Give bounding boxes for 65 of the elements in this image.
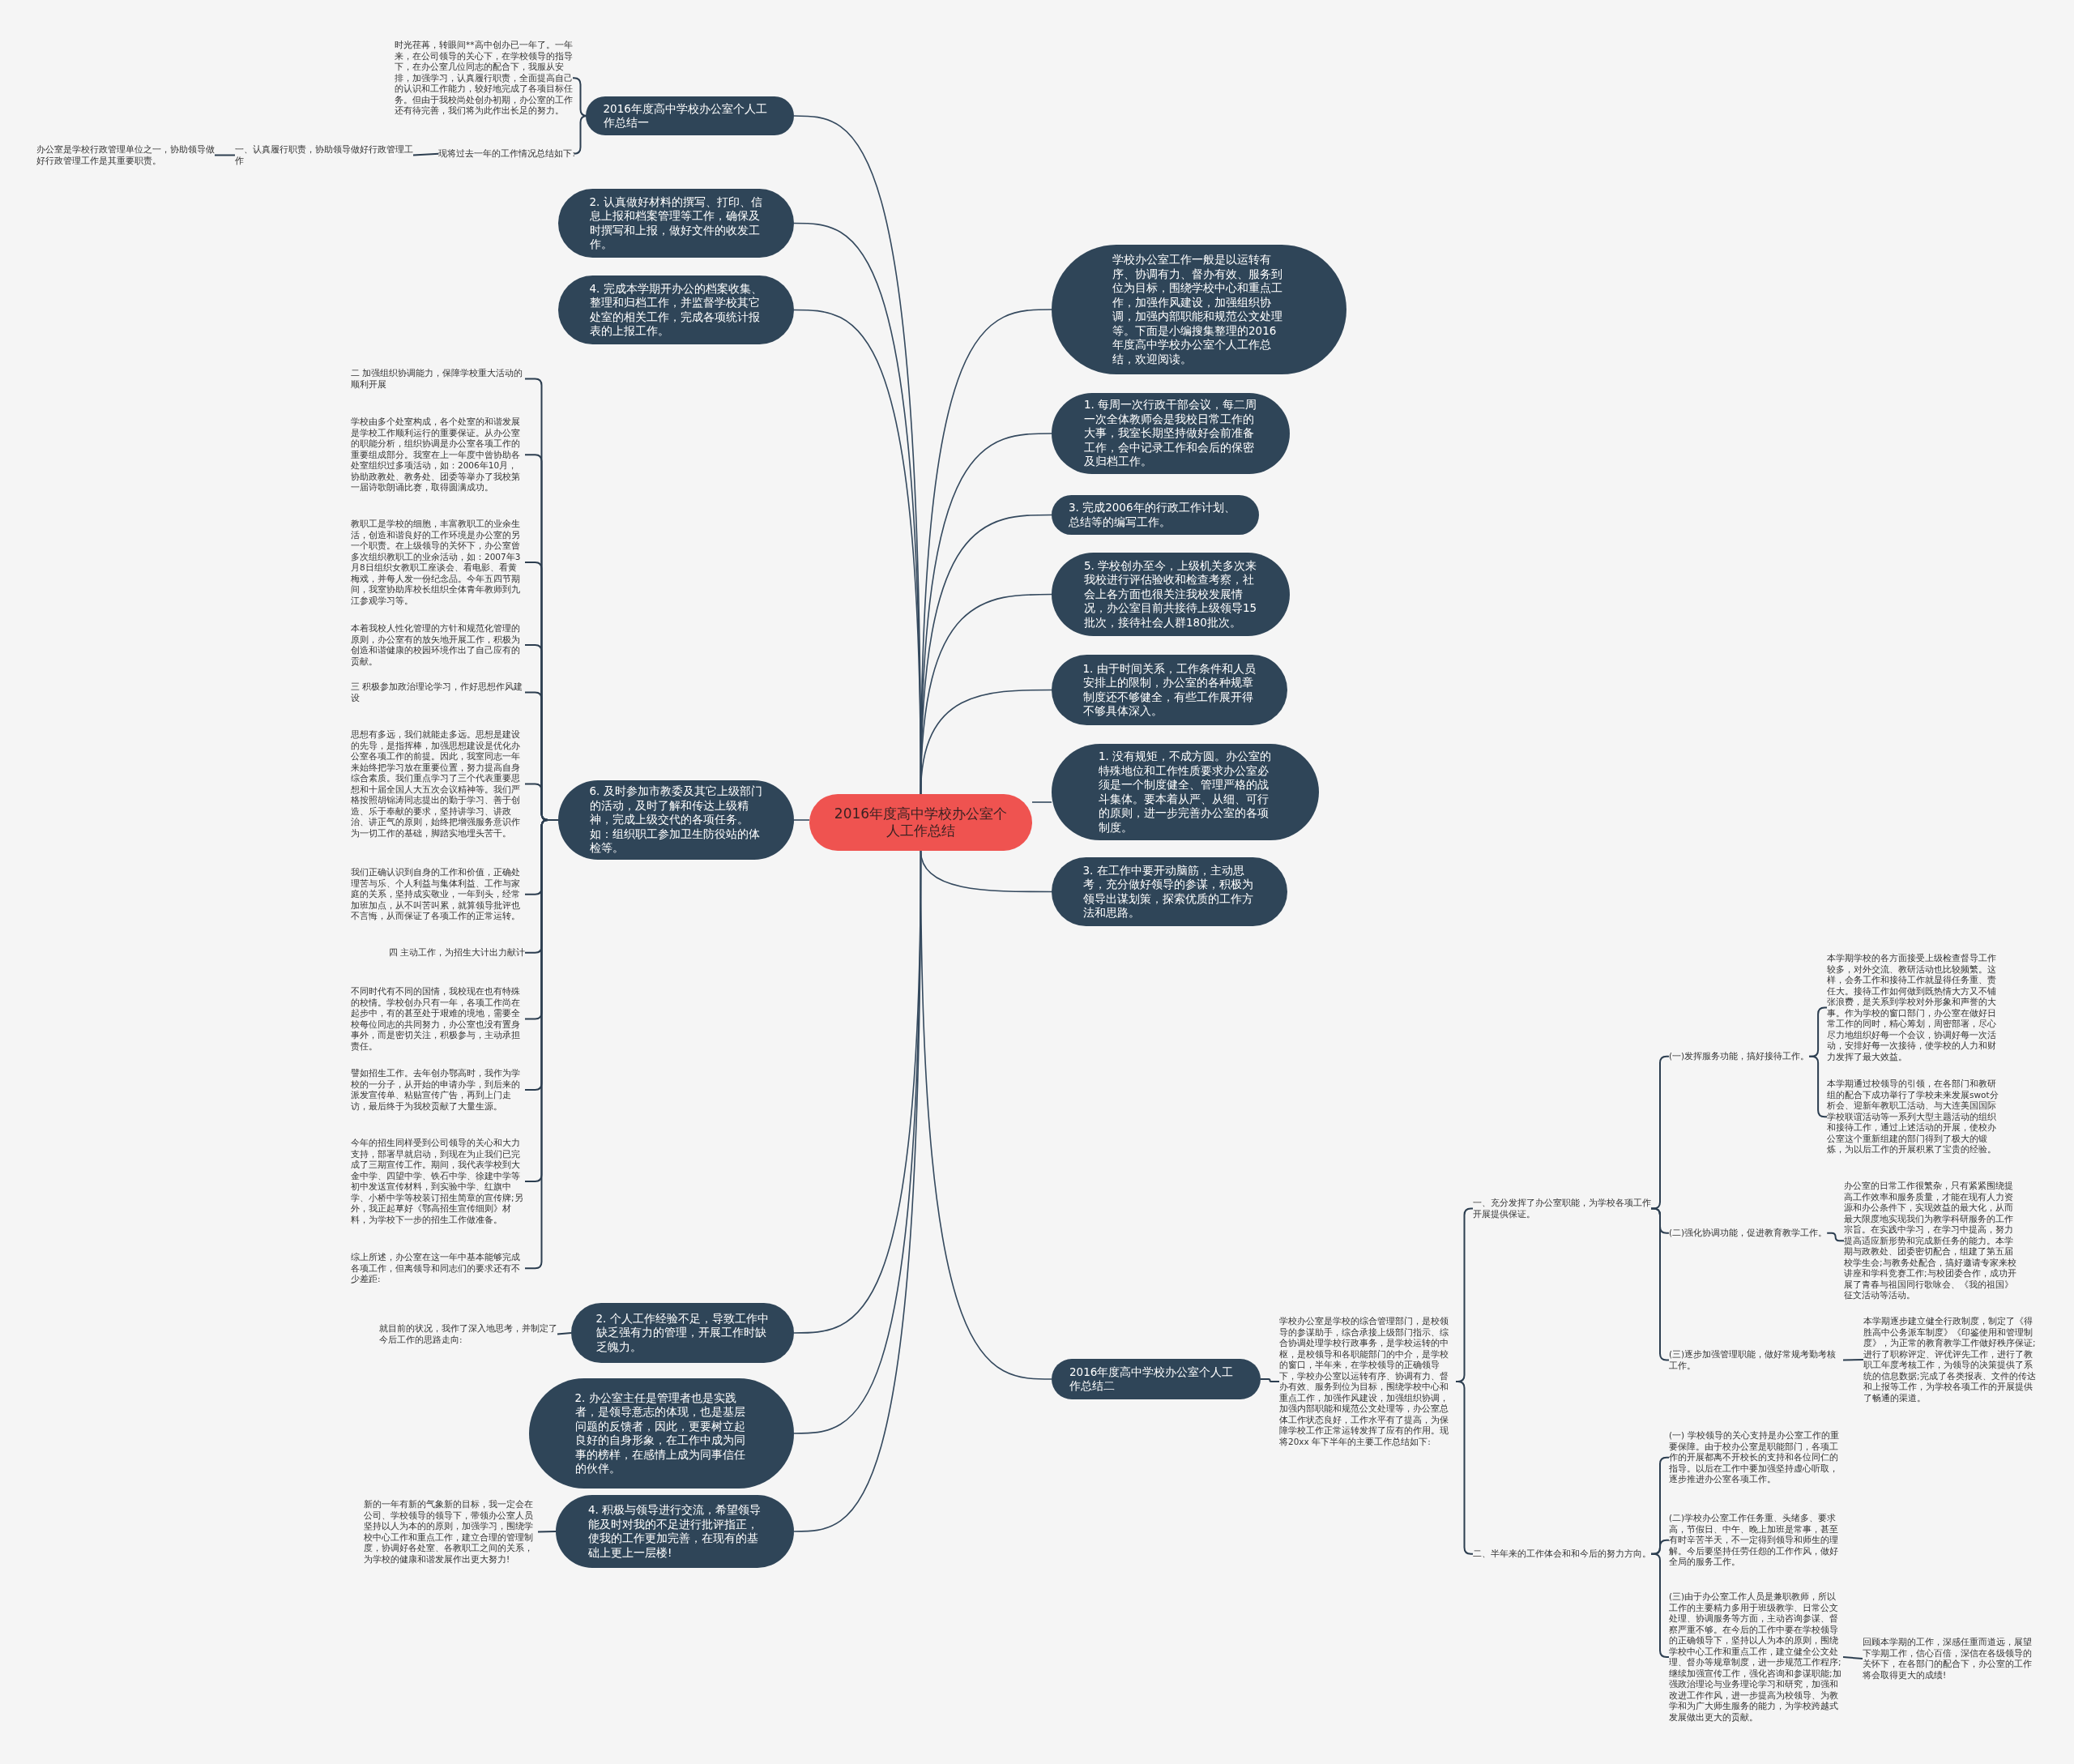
topic-pill: 2. 认真做好材料的撰写、打印、信息上报和档案管理等工作，确保及时撰写和上报，做好文件的收发工作。 [558,189,794,258]
note-text: 一、认真履行职责，协助领导做好行政管理工作 [235,144,413,166]
note-text: 学校由多个处室构成，各个处室的和谐发展是学校工作顺利运行的重要保证。从办公室的职能分析，组织协调是办公室各项工作的重要组成部分。我室在上一年度中曾协助各处室组织过多项活动，如：2006年10月，协助政教处、教务处、团委等举办了我校第一届诗歌朗诵比赛，取得圆满成功。 [351,416,525,493]
note-text: 现将过去一年的工作情况总结如下: [438,148,575,160]
topic-pill: 2016年度高中学校办公室个人工作总结二 [1052,1359,1261,1399]
note-text: (三)由于办公室工作人员是兼职教师，所以工作的主要精力多用于班级教学、日常公文处理、协调服务等方面，主动咨询参谋、督察严重不够。在今后的工作中要在学校领导的正确领导下，坚持以人为本的原则，围绕学校中心工作和重点工作，建立健全公文处理、督办等规章制度，进一步规范工作程序;继续加强宣传工作，强化咨询和参谋职能;加强政治理论与业务理论学习和研究，加强和改进工作作风，进一步提高为校领导、为教学和为广大师生服务的能力，为学校跨越式发展做出更大的贡献。 [1669,1591,1843,1723]
topic-pill: 2. 个人工作经验不足，导致工作中缺乏强有力的管理，开展工作时缺乏魄力。 [571,1303,794,1363]
note-text: 一、充分发挥了办公室职能，为学校各项工作开展提供保证。 [1473,1198,1651,1219]
note-text: 时光荏苒，转眼间**高中创办已一年了。一年来，在公司领导的关心下，在学校领导的指导下，在办公室几位同志的配合下，我服从安排，加强学习，认真履行职责，全面提高自己的认识和工作能力，较好地完成了各项目标任务。但由于我校尚处创办初期，办公室的工作还有待完善，我们将为此作出长足的努力。 [395,40,573,117]
note-text: 譬如招生工作。去年创办鄂高时，我作为学校的一分子，从开始的申请办学，到后来的派发宣传单、粘贴宣传广告，再到上门走访，最后终于为我校贡献了大量生源。 [351,1068,525,1112]
note-text: 回顾本学期的工作，深感任重而道远，展望下学期工作，信心百倍，深信在各级领导的关怀下，在各部门的配合下，办公室的工作将会取得更大的成绩! [1863,1637,2037,1681]
connector-line [1808,1055,1828,1118]
topic-pill: 1. 每周一次行政干部会议，每二周一次全体教师会是我校日常工作的大事，我室长期坚持做好会前准备工作，会中记录工作和会后的保密及归档工作。 [1052,393,1290,474]
topic-pill: 学校办公室工作一般是以运转有序、协调有力、督办有效、服务到位为目标，围绕学校中心和重点工作，加强作风建设，加强组织协调，加强内部职能和规范公文处理等。下面是小编搜集整理的2016年度高中学校办公室个人工作总结，欢迎阅读。 [1052,245,1346,374]
note-text: 二 加强组织协调能力，保障学校重大活动的顺利开展 [351,368,525,390]
note-text: 综上所述，办公室在这一年中基本能够完成各项工作，但离领导和同志们的要求还有不少差距: [351,1252,525,1285]
topic-pill: 4. 完成本学期开办公的档案收集、整理和归档工作，并监督学校其它处室的相关工作，完成各项统计报表的上报工作。 [558,275,794,344]
note-text: 今年的招生同样受到公司领导的关心和大力支持，部署早就启动，到现在为止我们已完成了三期宣传工作。期间，我代表学校到大金中学、四望中学、铁石中学、徐建中学等初中发送宣传材料，到实验中学、红旗中学、小桥中学等校装订招生简章的宣传牌;另外，我正起草好《鄂高招生宣传细则》材料，为学校下一步的招生工作做准备。 [351,1138,525,1225]
connector-line [1455,1381,1474,1555]
connector-line [1650,1207,1670,1361]
note-text: 办公室是学校行政管理单位之一，协助领导做好行政管理工作是其重要职责。 [36,144,215,166]
topic-pill: 2016年度高中学校办公室个人工作总结一 [586,96,794,135]
connector-line [920,689,1052,795]
note-text: 三 积极参加政治理论学习，作好思想作风建设 [351,681,525,703]
connector-line [1031,801,1052,803]
note-text: (一) 学校领导的关心支持是办公室工作的重要保障。由于校办公室是职能部门，各项工作的开展都离不开校长的支持和各位同仁的指导。以后在工作中要加强坚持虚心听取，逐步推进办公室各项工作。 [1669,1430,1843,1485]
topic-pill: 2. 办公室主任是管理者也是实践者，是领导意志的体现，也是基层问题的反馈者，因此，更要树立起良好的自身形象，在工作中成为同事的榜样，在感情上成为同事信任的伙伴。 [529,1378,794,1489]
note-text: 二、半年来的工作体会和和今后的努力方向。 [1473,1548,1651,1560]
note-text: 学校办公室是学校的综合管理部门，是校领导的参谋助手，综合承接上级部门指示、综合协调处理学校行政事务，是学校运转的中枢，是校领导和各职能部门的中介，是学校的窗口，半年来，在学校领导的正确领导下，学校办公室以运转有序、协调有力、督办有效、服务到位为目标，围绕学校中心和重点工作，加强作风建设，加强组织协调，加强内部职能和规范公文处理等，办公室总体工作状态良好，工作水平有了提高，为保障学校工作正常运转发挥了应有的作用。现将20xx 年下半年的主要工作总结如下: [1279,1316,1456,1447]
note-text: 就目前的状况，我作了深入地思考，并制定了今后工作的思路走向: [379,1323,557,1345]
connector-line [1260,1378,1280,1382]
note-text: 教职工是学校的细胞，丰富教职工的业余生活，创造和谐良好的工作环境是办公室的另一个职责。在上级领导的关怀下，办公室曾多次组织教职工的业余活动，如：2007年3月8日组织女教职工座谈会、看电影、看黄梅戏，并每人发一份纪念品。今年五四节期间，我室协助库校长组织全体青年教师到九江参观学习等。 [351,519,525,606]
note-text: 本学期学校的各方面接受上级检查督导工作较多，对外交流、教研活动也比较频繁。这样，会务工作和接待工作就显得任务重、责任大。接待工作如何做到既热情大方又不铺张浪费，是关系到学校对外形象和声誉的大事。作为学校的窗口部门，办公室在做好日常工作的同时，精心筹划，周密部署，尽心尽力地组织好每一个会议，协调好每一次活动，安排好每一次接待，使学校的人力和财力发挥了最大效益。 [1827,953,2001,1062]
connector-line [412,152,440,156]
note-text: 本着我校人性化管理的方针和规范化管理的原则，办公室有的放矢地开展工作，积极为创造和谐健康的校园环境作出了自己应有的贡献。 [351,623,525,667]
note-text: 本学期通过校领导的引领，在各部门和教研组的配合下成功举行了学校未来发展swot分析会、迎新年教职工活动、与大连美国国际学校联谊活动等一系列大型主题活动的组织和接待工作，通过上述活动的开展，使校办公室这个重新组建的部门得到了极大的锻炼，为以后工作的开展积累了宝贵的经验。 [1827,1078,2001,1155]
connector-line [1826,1232,1845,1242]
topic-pill: 1. 由于时间关系，工作条件和人员安排上的限制，办公室的各种规章制度还不够健全，有些工作展开得不够具体深入。 [1052,655,1287,725]
note-text: 本学期逐步建立健全行政制度，制定了《得胜高中公务派车制度》《印鉴使用和管理制度》，为正常的教育教学工作做好秩序保证;进行了职称评定、评优评先工作，进行了教职工年度考核工作，为领导的决策提供了系统的信息数据;完成了各类报表、文件的传达和上报等工作，为学校各项工作的开展提供了畅通的渠道。 [1863,1316,2038,1403]
note-text: (三)逐步加强管理职能，做好常规考勤考核工作。 [1669,1349,1843,1371]
topic-pill: 4. 积极与领导进行交流，希望领导能及时对我的不足进行批评指正，使我的工作更加完善，在现有的基础上更上一层楼! [556,1495,794,1568]
central-topic: 2016年度高中学校办公室个人工作总结 [809,794,1032,851]
connector-line [793,819,810,821]
note-text: 四 主动工作，为招生大计出力献计 [388,947,525,959]
connector-line [920,850,1052,893]
topic-pill: 3. 完成2006年的行政工作计划、总结等的编写工作。 [1052,495,1259,535]
connector-line [1842,1359,1864,1361]
connector-line [537,1531,557,1533]
topic-pill: 6. 及时参加市教委及其它上级部门的活动，及时了解和传达上级精神，完成上级交代的各项任务。如：组织职工参加卫生防役站的体检等。 [558,780,794,860]
topic-pill: 5. 学校创办至今，上级机关多次来我校进行评估验收和检查考察，社会上各方面也很关注我校发展情况，办公室目前共接待上级领导15批次，接待社会人群180批次。 [1052,553,1290,636]
connector-line [1650,1553,1670,1658]
note-text: 思想有多远，我们就能走多远。思想是建设的先导，是指挥棒，加强思想建设是优化办公室各项工作的前提。因此，我室同志一年来始终把学习放在重要位置，努力提高自身综合素质。我们重点学习了三个代表重要思想和十届全国人大五次会议精神等。我们严格按照胡锦涛同志提出的勤于学习、善于创造、乐于奉献的要求，坚持讲学习、讲政治、讲正气的原则，始终把增强服务意识作为一切工作的基础，脚踏实地埋头苦干。 [351,729,525,839]
connector-line [920,850,1052,1380]
topic-pill: 3. 在工作中要开动脑筋，主动思考，充分做好领导的参谋，积极为领导出谋划策，探索优质的工作方法和思路。 [1052,857,1287,926]
note-text: (二)学校办公室工作任务重、头绪多、要求高，节假日、中午、晚上加班是常事，甚至有时辛苦半天，不一定得到领导和师生的理解。今后要坚持任劳任怨的工作作风，做好全局的服务工作。 [1669,1513,1843,1568]
note-text: 不同时代有不同的国情，我校现在也有特殊的校情。学校创办只有一年，各项工作尚在起步中，有的甚至处于艰难的境地，需要全校每位同志的共同努力，办公室也没有置身事外，而是密切关注，积极参与，主动承担责任。 [351,986,525,1052]
connector-line [1842,1656,1863,1659]
note-text: 新的一年有新的气象新的目标，我一定会在公司、学校领导的领导下，带领办公室人员坚持以人为本的的原则，加强学习，围绕学校中心工作和重点工作，建立合理的管理制度，协调好各处室、各教职工之间的关系，为学校的健康和谐发展作出更大努力! [364,1499,538,1565]
connector-line [557,1332,572,1335]
connector-line [214,154,236,156]
note-text: (一)发挥服务功能，搞好接待工作。 [1669,1051,1810,1062]
topic-pill: 1. 没有规矩，不成方圆。办公室的特殊地位和工作性质要求办公室必须是一个制度健全、管理严格的战斗集体。要本着从严、从细、可行的原则，进一步完善办公室的各项制度。 [1052,744,1319,840]
note-text: 我们正确认识到自身的工作和价值，正确处理苦与乐、个人利益与集体利益、工作与家庭的关系，坚持成实敬业，一年到头，经常加班加点，从不叫苦叫累，就算领导批评也不言悔，从而保证了各项工作的正常运转。 [351,867,525,922]
note-text: (二)强化协调功能，促进教育教学工作。 [1669,1228,1828,1239]
note-text: 办公室的日常工作很繁杂，只有紧紧围绕提高工作效率和服务质量，才能在现有人力资源和办公条件下，实现效益的最大化，从而最大限度地实现我们为教学科研服务的工作宗旨。在实践中学习，在学习中提高，努力提高适应新形势和完成新任务的能力。本学期与政教处、团委密切配合，组建了第五届校学生会;与教务处配合，搞好邀请专家来校讲座和学科竞赛工作;与校团委合作，成功开展了青春与祖国同行歌咏会、《我的祖国》征文活动等活动。 [1844,1181,2018,1301]
